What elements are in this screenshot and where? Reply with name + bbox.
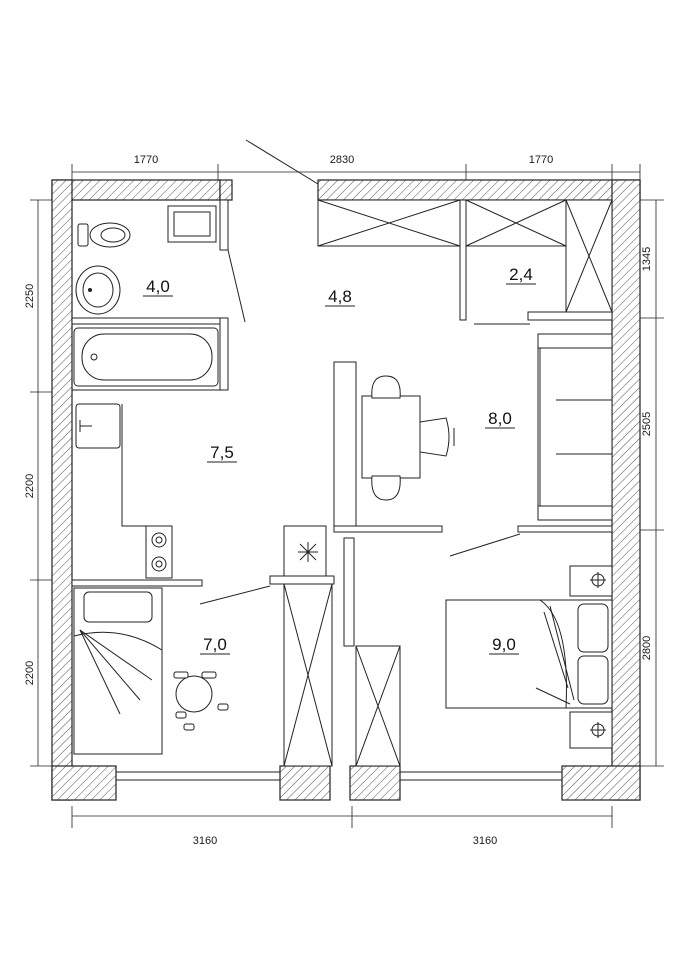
office-chair-icon [173, 671, 229, 731]
dimension-lines [30, 164, 664, 828]
room-area-living: 8,0 [488, 409, 512, 428]
dim-right-3: 2800 [641, 636, 653, 660]
room-area-bedroom-large: 9,0 [492, 635, 516, 654]
dim-top-2: 2830 [330, 154, 354, 166]
room-area-hallway: 4,8 [328, 287, 352, 306]
room-area-kitchen: 7,5 [210, 443, 234, 462]
sofa-icon [537, 333, 613, 521]
nightstand-icon [569, 565, 613, 749]
bathtub-icon [73, 327, 219, 387]
dim-right-2: 2505 [641, 412, 653, 436]
dim-left-3: 2200 [24, 661, 36, 685]
exterior-walls [51, 179, 641, 801]
room-area-bedroom-small: 7,0 [203, 635, 227, 654]
washing-machine-icon [167, 205, 217, 243]
dim-top-3: 1770 [529, 154, 553, 166]
double-bed-icon [445, 599, 613, 709]
room-area-bathroom: 4,0 [146, 277, 170, 296]
windows [116, 771, 562, 781]
fridge-icon [283, 525, 327, 577]
room-area-storage: 2,4 [509, 265, 533, 284]
dim-bottom-2: 3160 [473, 835, 497, 847]
toilet-icon [77, 222, 131, 248]
dining-table-icon [361, 375, 455, 501]
dim-bottom-1: 3160 [193, 835, 217, 847]
wardrobes [283, 199, 613, 767]
dim-top-1: 1770 [134, 154, 158, 166]
sink-icon [75, 265, 121, 315]
dim-left-1: 2250 [24, 284, 36, 308]
entrance-door [245, 139, 319, 185]
dim-right-1: 1345 [641, 247, 653, 271]
dim-left-2: 2200 [24, 474, 36, 498]
kitchen-counter [75, 403, 173, 579]
room-labels: 4,0 4,8 2,4 7,5 8,0 7,0 9,0 [143, 265, 536, 655]
single-bed-icon [73, 587, 163, 755]
